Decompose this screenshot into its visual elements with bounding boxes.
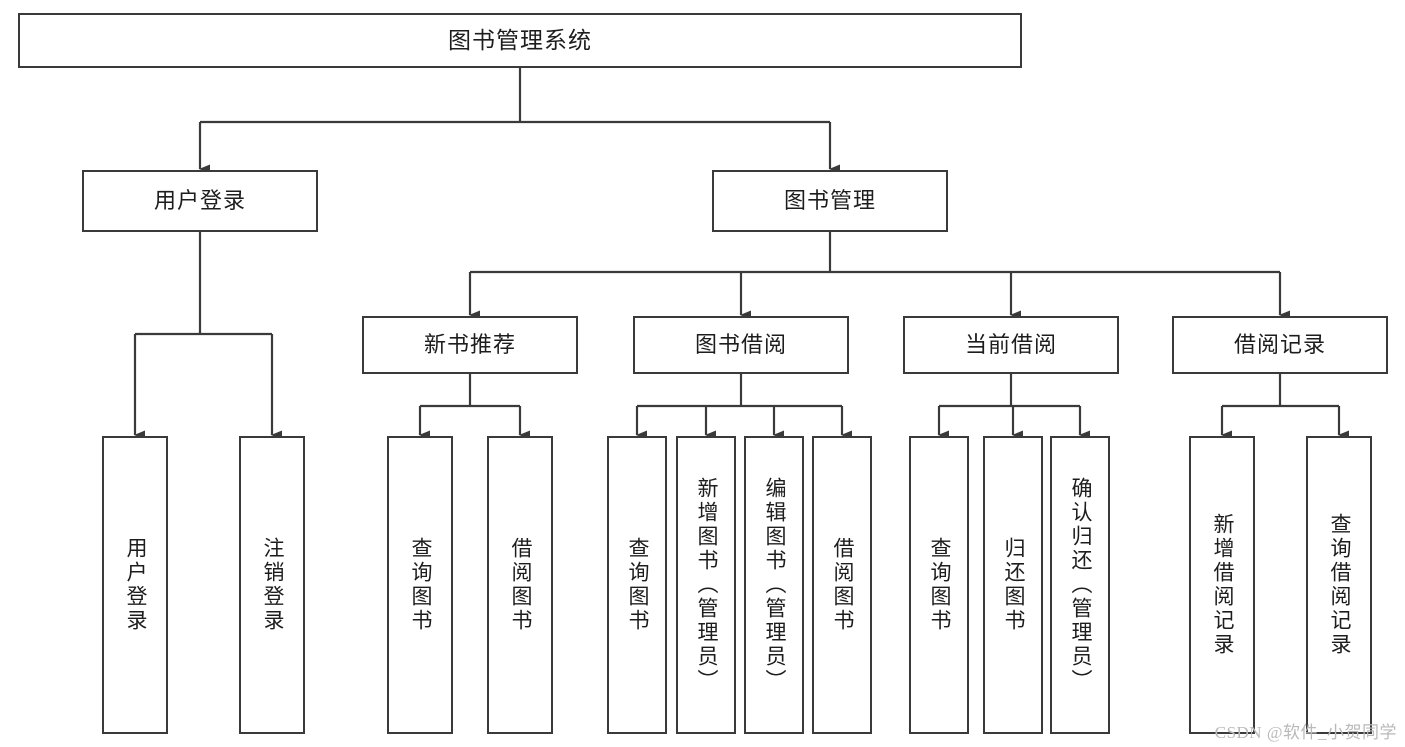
node-root[interactable]: 图书管理系统 [18,13,1022,68]
node-leaf-bb-query[interactable]: 查询图书 [607,436,667,734]
node-leaf-bb-add[interactable]: 新增图书（管理员） [676,436,736,734]
node-label: 查询图书 [626,537,650,633]
node-leaf-br-add[interactable]: 新增借阅记录 [1189,436,1255,734]
node-label: 用户登录 [124,537,148,633]
node-new-book-rec[interactable]: 新书推荐 [362,316,578,374]
node-label: 图书管理系统 [448,26,592,53]
node-label: 新增图书（管理员） [695,477,719,693]
node-leaf-cb-query[interactable]: 查询图书 [909,436,969,734]
node-borrow-record[interactable]: 借阅记录 [1172,316,1388,374]
node-label: 新书推荐 [423,331,516,357]
node-label: 借阅记录 [1233,331,1326,357]
node-label: 当前借阅 [964,331,1057,357]
node-current-borrow[interactable]: 当前借阅 [903,316,1119,374]
node-book-manage[interactable]: 图书管理 [712,170,948,232]
node-leaf-rec-query[interactable]: 查询图书 [387,436,453,734]
node-label: 确认归还（管理员） [1069,477,1093,693]
node-leaf-user-login[interactable]: 用户登录 [102,436,168,734]
node-label: 用户登录 [153,187,246,213]
node-label: 查询图书 [928,537,952,633]
node-label: 新增借阅记录 [1211,513,1235,657]
node-leaf-rec-borrow[interactable]: 借阅图书 [487,436,553,734]
node-leaf-bb-edit[interactable]: 编辑图书（管理员） [744,436,804,734]
node-label: 图书管理 [783,187,876,213]
node-leaf-bb-borrow[interactable]: 借阅图书 [812,436,872,734]
node-label: 借阅图书 [509,537,533,633]
node-label: 借阅图书 [831,537,855,633]
node-label: 编辑图书（管理员） [763,477,787,693]
node-leaf-cb-confirm[interactable]: 确认归还（管理员） [1050,436,1110,734]
node-label: 图书借阅 [694,331,787,357]
node-label: 归还图书 [1002,537,1026,633]
node-book-borrow[interactable]: 图书借阅 [633,316,849,374]
node-leaf-user-logout[interactable]: 注销登录 [239,436,305,734]
node-label: 查询图书 [409,537,433,633]
node-leaf-cb-return[interactable]: 归还图书 [983,436,1043,734]
csdn-watermark: CSDN @软件_小贺同学 [1214,723,1397,742]
connector-lines [133,68,1349,440]
node-label: 查询借阅记录 [1328,513,1352,657]
node-leaf-br-query[interactable]: 查询借阅记录 [1306,436,1372,734]
node-user-login[interactable]: 用户登录 [82,170,318,232]
node-label: 注销登录 [261,537,285,633]
